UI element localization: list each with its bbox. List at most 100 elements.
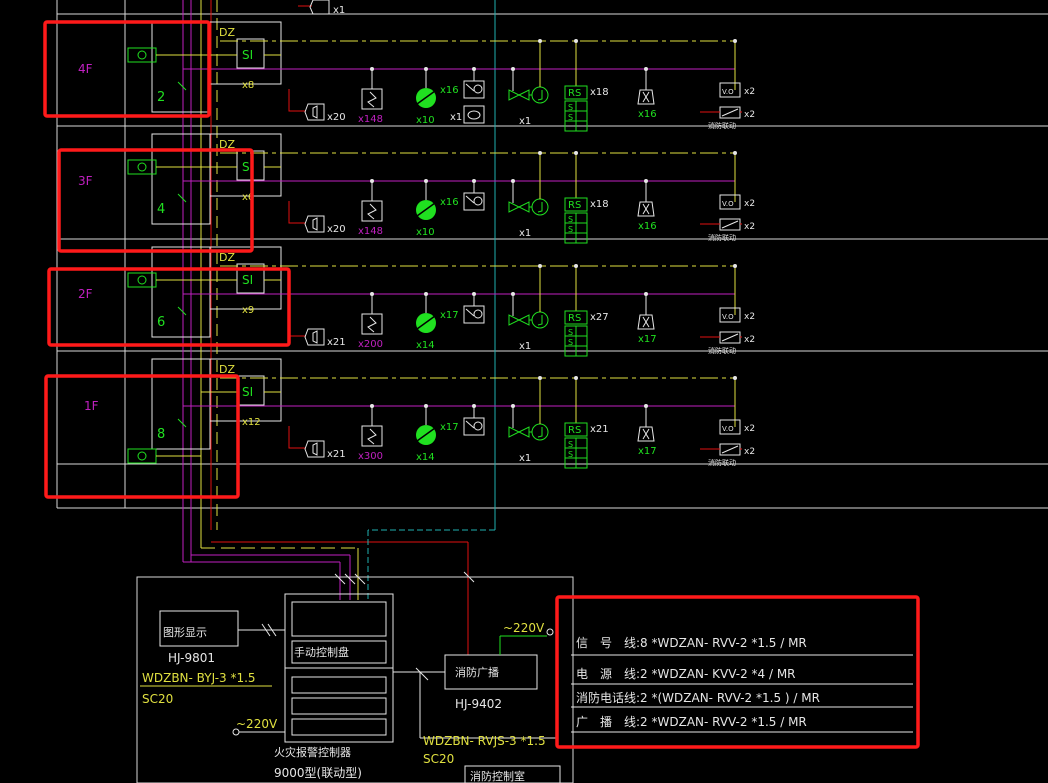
highlight-3f [57,148,254,253]
hydrant-button-icon[interactable] [463,80,485,99]
bell-count: x16 [638,109,657,120]
relay-s-label: S [568,338,573,347]
floor-label: 1F [84,399,99,413]
vo-count: x2 [744,199,755,209]
si-module-frame [209,358,282,422]
fire-link-relay-icon[interactable] [719,331,741,344]
fire-link-label: 消防联动 [708,346,736,355]
hydrant-count: x17 [440,310,459,321]
fire-link-label: 消防联动 [708,458,736,467]
si-label: SI [242,385,253,399]
alarm-bell-icon[interactable] [637,314,655,330]
power-220v-a: ~220V [236,717,278,731]
floor-label: 2F [78,287,93,301]
heat-detector-icon[interactable] [416,313,436,333]
vo-label: V.O [722,88,734,96]
highlight-legend [555,595,920,749]
broadcast-cable: WDZBN- RVJS-3 *1.5 [423,734,546,748]
hydrant-button-icon[interactable] [463,305,485,324]
vo-count: x2 [744,424,755,434]
speaker-count: x21 [327,449,346,460]
heat-detector-icon[interactable] [416,88,436,108]
smoke-detector-icon[interactable] [361,88,383,110]
pressure-switch-icon[interactable] [531,311,549,329]
relay-rs-module[interactable]: RS SS [564,85,588,132]
rs-label: RS [568,313,581,324]
alarm-bell-icon[interactable] [637,201,655,217]
smoke-detector-icon[interactable] [361,313,383,335]
relay-count: x18 [590,199,609,210]
alarm-bell-icon[interactable] [637,426,655,442]
si-box[interactable] [236,38,265,69]
fire-broadcast-box[interactable] [444,654,538,690]
si-label: SI [242,160,253,174]
relay-s-label: S [568,450,573,459]
smoke-detector-icon[interactable] [361,425,383,447]
fire-link-relay-icon[interactable] [719,218,741,231]
hydrant-button-icon[interactable] [463,417,485,436]
alarm-module-icon[interactable] [127,448,157,464]
pressure-switch-icon[interactable] [531,86,549,104]
fire-alarm-controller-label: 火灾报警控制器 [274,745,351,759]
top-stub: x1 [298,0,345,16]
frame-grid [56,0,1048,509]
relay-count: x27 [590,312,609,323]
vo-module-icon[interactable]: V.O [719,307,741,323]
si-box[interactable] [236,263,265,294]
relay-s-label: S [568,103,573,112]
fire-link-relay-icon[interactable] [719,443,741,456]
broadcast-conduit: SC20 [423,752,454,766]
valve-icon[interactable] [508,198,549,216]
phone-count: x1 [450,112,462,123]
vo-module-icon[interactable]: V.O [719,419,741,435]
manual-control-panel[interactable] [291,640,387,664]
manual-control-panel-label: 手动控制盘 [294,645,349,659]
floor-count: 8 [157,427,165,442]
vo-count: x2 [744,87,755,97]
dz-label: DZ [219,251,235,264]
pressure-switch-icon[interactable] [531,198,549,216]
si-label: SI [242,273,253,287]
fire-link-relay-icon[interactable] [719,106,741,119]
si-multiplier: x12 [242,417,261,428]
relay-s-label: S [568,113,573,122]
pressure-switch-icon[interactable] [531,423,549,441]
valve-icon[interactable] [508,311,549,329]
fire-link-count: x2 [744,110,755,120]
rs-label: RS [568,425,581,436]
rs-label: RS [568,88,581,99]
si-module-frame [209,246,282,310]
dz-label: DZ [219,363,235,376]
heat-detector-icon[interactable] [416,425,436,445]
speaker-icon[interactable] [304,215,325,233]
control-room-tag [464,765,561,783]
smoke-count: x300 [358,451,383,462]
relay-count: x21 [590,424,609,435]
control-room-label: 消防控制室 [470,769,525,783]
speaker-icon[interactable] [304,440,325,458]
controller-slot-3 [291,676,387,694]
valve-icon[interactable] [508,423,549,441]
speaker-icon[interactable] [304,103,325,121]
si-module-frame [209,133,282,197]
phone-icon[interactable] [463,105,485,124]
smoke-detector-icon[interactable] [361,200,383,222]
heat-detector-icon[interactable] [416,200,436,220]
vo-module-icon[interactable]: V.O [719,194,741,210]
graphic-display-box[interactable] [159,610,239,647]
vo-module-icon[interactable]: V.O [719,82,741,98]
graphic-display-cable: WDZBN- BYJ-3 *1.5 [142,671,256,685]
relay-s-label: S [568,225,573,234]
speaker-icon[interactable] [304,328,325,346]
speaker-count: x20 [327,224,346,235]
valve-icon[interactable] [508,86,549,104]
hydrant-button-icon[interactable] [463,192,485,211]
floor-label: 3F [78,174,93,188]
alarm-bell-icon[interactable] [637,89,655,105]
